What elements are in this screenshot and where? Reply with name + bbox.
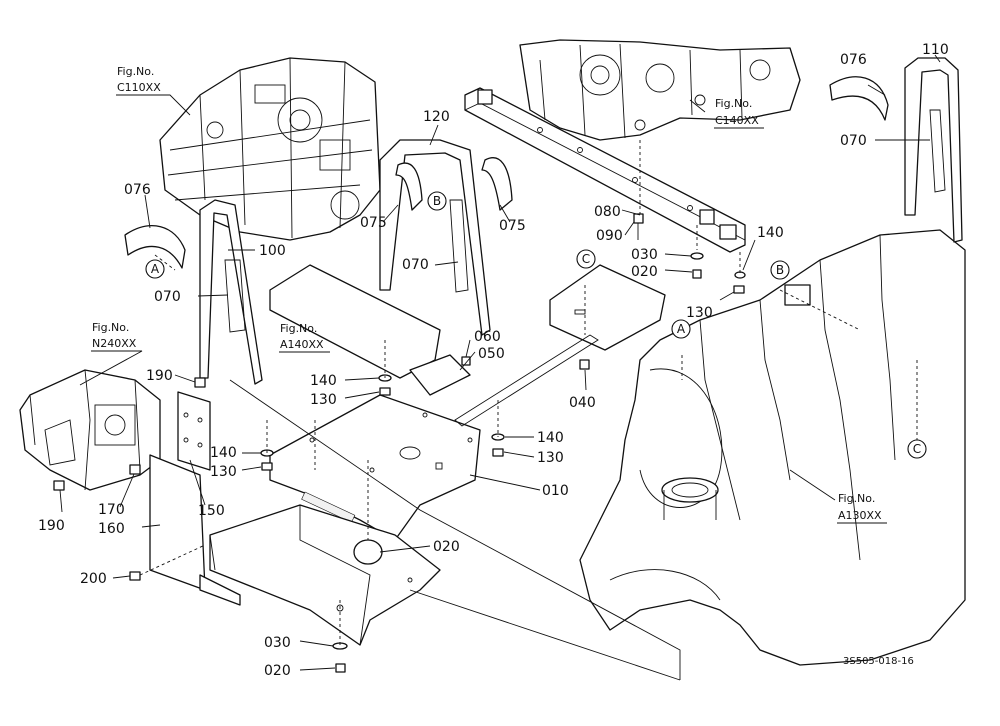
callout-110: 110 [922, 42, 949, 58]
callout-075b: 075 [499, 218, 526, 234]
callout-070l: 070 [154, 289, 181, 305]
callout-200: 200 [80, 571, 107, 587]
callout-020b: 020 [433, 539, 460, 555]
washer-030a [690, 252, 704, 260]
rubber-pads [124, 76, 889, 269]
figref-a130-line1: Fig.No. [838, 492, 875, 505]
marker-c1: C [576, 249, 596, 269]
vertical-plates [149, 391, 241, 606]
marker-a1: A [145, 259, 165, 279]
marker-b1-text: B [433, 194, 441, 208]
marker-b1: B [427, 191, 447, 211]
strap-center [379, 139, 491, 336]
under-bracket [269, 264, 471, 396]
marker-a2: A [671, 319, 691, 339]
callout-060: 060 [474, 329, 501, 345]
figref-c110-line2: C110XX [117, 81, 161, 94]
nut-130d [492, 448, 504, 457]
strap-right [904, 57, 963, 243]
figref-c140[interactable]: Fig.No. C140XX [714, 97, 764, 129]
marker-a2-text: A [677, 322, 686, 336]
callout-160: 160 [98, 521, 125, 537]
figref-c110[interactable]: Fig.No. C110XX [116, 65, 191, 116]
skid-plate [209, 504, 441, 646]
marker-c2-text: C [913, 442, 921, 456]
callout-020a: 020 [631, 264, 658, 280]
marker-c1-text: C [582, 252, 590, 266]
callout-130a: 130 [686, 305, 713, 321]
callout-030b: 030 [264, 635, 291, 651]
transmission-housing-left [159, 57, 381, 241]
bolt-040 [579, 359, 590, 370]
figref-n240[interactable]: Fig.No. N240XX [79, 321, 143, 386]
figref-n240-line2: N240XX [92, 337, 137, 350]
figref-a130-line2: A130XX [838, 509, 882, 522]
nut-130c [261, 462, 273, 471]
callout-130b: 130 [310, 392, 337, 408]
callout-170: 170 [98, 502, 125, 518]
fuel-tank [579, 229, 966, 666]
callout-070r: 070 [840, 133, 867, 149]
callout-150: 150 [198, 503, 225, 519]
callout-140a: 140 [757, 225, 784, 241]
engine-housing-right [519, 39, 801, 141]
callout-075a: 075 [360, 215, 387, 231]
leader-lines [59, 54, 941, 671]
bolt-170 [129, 464, 141, 475]
callout-020c: 020 [264, 663, 291, 679]
marker-b2: B [770, 260, 790, 280]
callout-130d: 130 [537, 450, 564, 466]
marker-a1-text: A [151, 262, 160, 276]
bolt-200 [129, 571, 141, 581]
callout-040: 040 [569, 395, 596, 411]
callout-140d: 140 [537, 430, 564, 446]
callout-090: 090 [596, 228, 623, 244]
callout-140b: 140 [310, 373, 337, 389]
callout-050: 050 [478, 346, 505, 362]
bolt-020c [335, 663, 346, 673]
figref-a140-line1: Fig.No. [280, 322, 317, 335]
cross-bracket [454, 264, 666, 427]
marker-b2-text: B [776, 263, 784, 277]
callout-190b: 190 [38, 518, 65, 534]
bolt-190a [194, 377, 206, 388]
callout-labels: 110 076 070 120 076 100 070 075 075 070 … [38, 42, 949, 679]
bolt-190b [53, 480, 65, 491]
figref-c140-line1: Fig.No. [715, 97, 752, 110]
callout-120: 120 [423, 109, 450, 125]
support-rail [464, 87, 746, 253]
callout-100: 100 [259, 243, 286, 259]
figref-n240-line1: Fig.No. [92, 321, 129, 334]
callout-130c: 130 [210, 464, 237, 480]
callout-140c: 140 [210, 445, 237, 461]
callout-010: 010 [542, 483, 569, 499]
callout-070m: 070 [402, 257, 429, 273]
figref-c110-line1: Fig.No. [117, 65, 154, 78]
callout-080: 080 [594, 204, 621, 220]
nut-130a [733, 285, 745, 294]
bolt-060 [461, 356, 471, 366]
marker-c2: C [907, 439, 927, 459]
figref-a140[interactable]: Fig.No. A140XX [279, 322, 330, 353]
assembly-lines [139, 140, 918, 681]
figref-a140-line2: A140XX [280, 338, 324, 351]
callout-190a: 190 [146, 368, 173, 384]
bolt-020a [692, 269, 702, 279]
figref-c140-line2: C140XX [715, 114, 759, 127]
left-mount-bracket [19, 369, 161, 491]
base-plate [269, 394, 481, 541]
callout-076r: 076 [840, 52, 867, 68]
drawing-code: 3S505-018-16 [843, 656, 914, 667]
callout-076l: 076 [124, 182, 151, 198]
callout-030a: 030 [631, 247, 658, 263]
nut-130b [379, 387, 391, 396]
bolt-090 [633, 213, 644, 240]
figref-a130[interactable]: Fig.No. A130XX [837, 492, 887, 524]
